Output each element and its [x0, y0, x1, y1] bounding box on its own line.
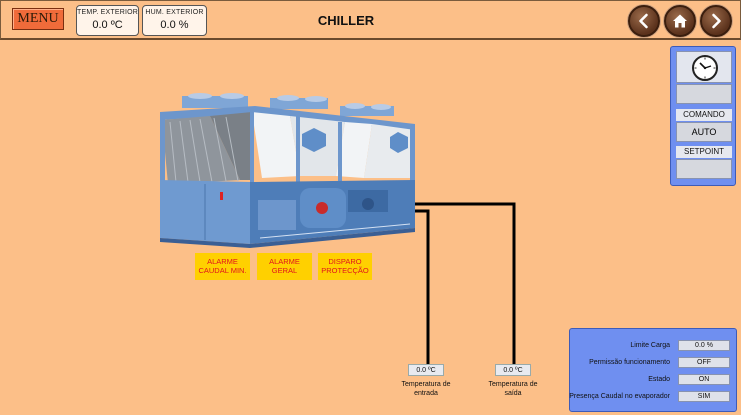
run-permission-value: OFF	[678, 357, 730, 368]
side-panel: COMANDO AUTO SETPOINT	[670, 46, 736, 186]
state-label: Estado	[648, 376, 670, 383]
outdoor-humidity-label: HUM. EXTERIOR	[145, 9, 204, 16]
outdoor-humidity-readout: HUM. EXTERIOR 0.0 %	[142, 5, 207, 36]
evaporator-flow-label: Presença Caudal no evaporador	[569, 393, 670, 400]
inlet-temperature-value: 0.0 ºC	[408, 364, 444, 376]
command-value[interactable]: AUTO	[676, 122, 732, 142]
inlet-temperature-label: Temperatura de entrada	[401, 381, 451, 397]
home-button[interactable]	[664, 5, 696, 37]
command-label: COMANDO	[676, 109, 732, 121]
alarm-general: ALARME GERAL	[257, 253, 312, 280]
status-row: Limite Carga 0.0 %	[570, 340, 738, 352]
alarm-protection-trip: DISPARO PROTECÇÃO	[318, 253, 372, 280]
setpoint-label: SETPOINT	[676, 146, 732, 158]
status-row: Estado ON	[570, 374, 738, 386]
load-limit-value: 0.0 %	[678, 340, 730, 351]
run-permission-label: Permissão funcionamento	[589, 359, 670, 366]
outlet-pipe	[388, 202, 516, 365]
outlet-temperature-value: 0.0 ºC	[495, 364, 531, 376]
back-icon	[639, 13, 648, 29]
alarm-min-flow: ALARME CAUDAL MIN.	[195, 253, 250, 280]
clock-display	[676, 84, 732, 104]
status-panel: Limite Carga 0.0 % Permissão funcionamen…	[569, 328, 737, 412]
outdoor-humidity-value: 0.0 %	[160, 19, 189, 31]
setpoint-field[interactable]	[676, 159, 732, 179]
page-title: CHILLER	[317, 13, 375, 28]
forward-icon	[712, 13, 721, 29]
clock-icon	[692, 55, 718, 81]
chiller-unit-image	[160, 93, 415, 248]
evaporator-flow-value: SIM	[678, 391, 730, 402]
back-button[interactable]	[628, 5, 660, 37]
outdoor-temperature-label: TEMP. EXTERIOR	[77, 9, 139, 16]
chiller-diagram	[160, 93, 516, 365]
inlet-pipe	[390, 209, 430, 365]
menu-button[interactable]: MENU	[12, 8, 64, 30]
header-bar: MENU TEMP. EXTERIOR 0.0 ºC HUM. EXTERIOR…	[0, 0, 741, 40]
outdoor-temperature-value: 0.0 ºC	[92, 19, 123, 31]
outdoor-temperature-readout: TEMP. EXTERIOR 0.0 ºC	[76, 5, 139, 36]
outlet-temperature-label: Temperatura de saída	[488, 381, 538, 397]
home-icon	[673, 14, 687, 28]
load-limit-label: Limite Carga	[630, 342, 670, 349]
state-value: ON	[678, 374, 730, 385]
status-row: Presença Caudal no evaporador SIM	[569, 391, 738, 403]
status-row: Permissão funcionamento OFF	[570, 357, 738, 369]
forward-button[interactable]	[700, 5, 732, 37]
clock-widget	[676, 51, 732, 83]
